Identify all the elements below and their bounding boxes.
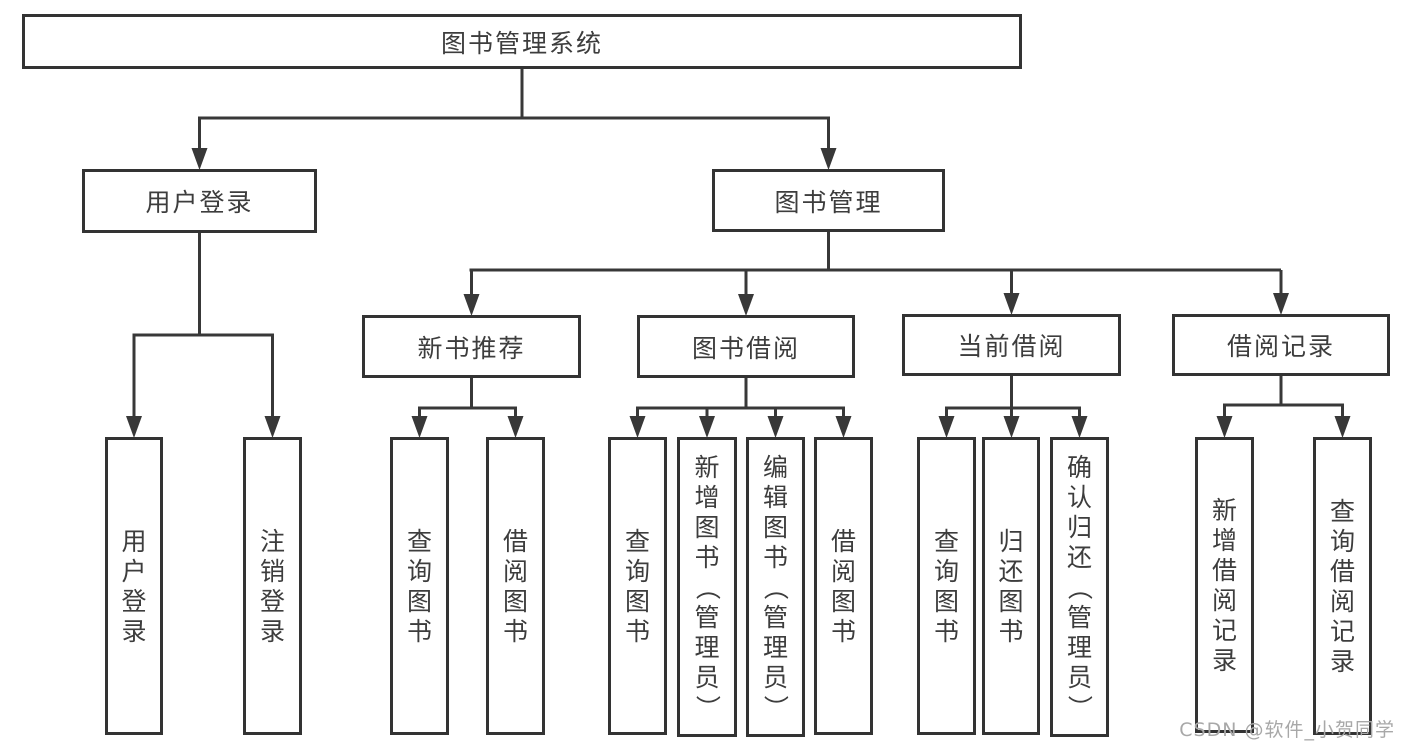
node-label: 新书推荐 <box>417 333 526 363</box>
connector-arrowhead <box>1071 416 1088 438</box>
connector-arrowhead <box>767 416 784 438</box>
node-label: 图书管理系统 <box>440 28 603 58</box>
connector-arrowhead <box>126 416 142 438</box>
node-current-borrowing: 当前借阅 <box>902 314 1121 376</box>
node-label: 查询图书 <box>933 526 959 646</box>
connector-arrowhead <box>938 416 955 438</box>
leaf-user-login: 用户登录 <box>105 437 163 735</box>
connector-arrowhead <box>463 294 480 316</box>
connector-arrowhead <box>507 416 524 438</box>
leaf-add-borrow-record: 新增借阅记录 <box>1195 437 1254 733</box>
node-book-management: 图书管理 <box>712 169 945 232</box>
connector-arrowhead <box>411 416 428 438</box>
leaf-add-book-admin: 新增图书（管理员） <box>677 437 737 737</box>
leaf-return-books: 归还图书 <box>982 437 1040 735</box>
node-label: 用户登录 <box>121 526 147 646</box>
node-label: 查询图书 <box>406 526 432 646</box>
node-label: 新增图书（管理员） <box>692 452 722 720</box>
node-label: 用户登录 <box>145 188 254 217</box>
connector-arrowhead <box>1334 416 1351 438</box>
node-label: 查询借阅记录 <box>1329 496 1355 676</box>
connector-arrowhead <box>738 294 754 316</box>
node-user-login: 用户登录 <box>82 169 317 233</box>
node-library-management-system: 图书管理系统 <box>22 14 1022 69</box>
connector-arrowhead <box>191 148 208 170</box>
connector-arrowhead <box>820 148 837 170</box>
node-book-borrowing: 图书借阅 <box>637 315 855 378</box>
connector-arrowhead <box>629 416 646 438</box>
node-label: 借阅图书 <box>830 526 856 646</box>
node-label: 当前借阅 <box>957 332 1066 361</box>
node-label: 编辑图书（管理员） <box>761 452 790 720</box>
leaf-edit-book-admin: 编辑图书（管理员） <box>746 437 805 737</box>
node-label: 借阅记录 <box>1226 332 1335 361</box>
node-new-book-recommend: 新书推荐 <box>362 315 581 378</box>
node-label: 借阅图书 <box>502 526 528 646</box>
node-label: 新增借阅记录 <box>1211 495 1237 675</box>
node-label: 图书借阅 <box>691 333 800 363</box>
connector-arrowhead <box>264 416 281 438</box>
connector-arrowhead <box>1003 416 1020 438</box>
connector-arrowhead <box>1216 416 1233 438</box>
node-label: 查询图书 <box>624 526 650 646</box>
leaf-borrow-books-borrowing: 借阅图书 <box>814 437 873 735</box>
leaf-borrow-books-recommend: 借阅图书 <box>486 437 545 735</box>
connector-arrowhead <box>1273 293 1289 315</box>
leaf-query-books-borrowing: 查询图书 <box>608 437 667 735</box>
connector-arrowhead <box>1003 293 1020 315</box>
node-label: 图书管理 <box>774 187 883 217</box>
node-label: 确认归还（管理员） <box>1065 452 1094 720</box>
node-label: 注销登录 <box>259 526 285 646</box>
leaf-query-books-current: 查询图书 <box>917 437 976 735</box>
connector-arrowhead <box>699 416 715 438</box>
leaf-confirm-return-admin: 确认归还（管理员） <box>1050 437 1109 737</box>
node-label: 归还图书 <box>998 526 1024 646</box>
node-borrowing-records: 借阅记录 <box>1172 314 1390 376</box>
watermark: CSDN @软件_小贺同学 <box>1179 719 1395 741</box>
leaf-query-borrow-record: 查询借阅记录 <box>1313 437 1372 735</box>
leaf-logout: 注销登录 <box>243 437 302 735</box>
leaf-query-books-recommend: 查询图书 <box>390 437 449 735</box>
connector-arrowhead <box>835 416 852 438</box>
